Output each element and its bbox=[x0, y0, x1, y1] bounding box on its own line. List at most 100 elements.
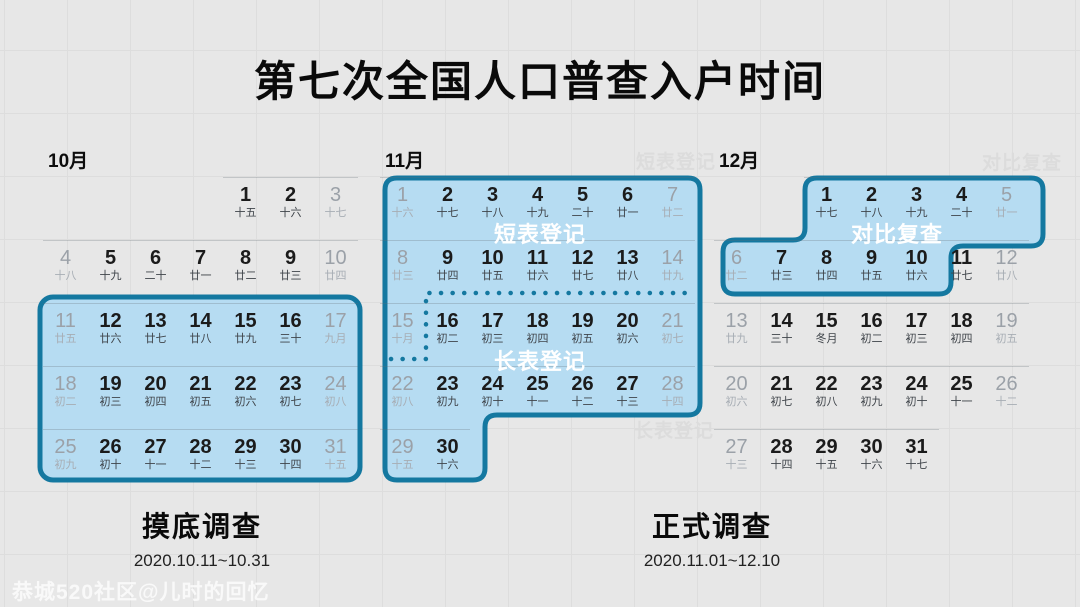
lunar-date: 十七 bbox=[436, 207, 459, 219]
day-number: 18 bbox=[526, 310, 549, 332]
day-number: 22 bbox=[234, 373, 257, 395]
day-number: 6 bbox=[621, 184, 634, 206]
day-number: 16 bbox=[279, 310, 302, 332]
long-form-label: 长表登记 bbox=[493, 349, 586, 374]
day-number: 2 bbox=[284, 184, 297, 206]
lunar-date: 廿六 bbox=[905, 270, 928, 282]
month-label-october: 10月 bbox=[48, 151, 89, 172]
day-number: 11 bbox=[950, 247, 973, 269]
day-number: 30 bbox=[436, 436, 459, 458]
lunar-date: 十一 bbox=[526, 396, 549, 408]
preliminary-survey-footer: 摸底调查 2020.10.11~10.31 bbox=[42, 505, 362, 571]
day-number: 15 bbox=[391, 310, 414, 332]
lunar-date: 廿八 bbox=[616, 270, 639, 282]
lunar-date: 廿六 bbox=[99, 333, 122, 345]
lunar-date: 廿五 bbox=[54, 333, 77, 345]
lunar-date: 初二 bbox=[436, 333, 459, 345]
lunar-date: 初七 bbox=[770, 396, 793, 408]
day-number: 26 bbox=[99, 436, 122, 458]
lunar-date: 廿九 bbox=[725, 333, 748, 345]
week-separator bbox=[380, 177, 695, 178]
lunar-date: 二十 bbox=[571, 207, 594, 219]
lunar-date: 初九 bbox=[54, 459, 77, 471]
lunar-date: 十一 bbox=[950, 396, 973, 408]
day-number: 21 bbox=[770, 373, 793, 395]
lunar-date: 初二 bbox=[860, 333, 883, 345]
day-number: 6 bbox=[730, 247, 743, 269]
lunar-date: 十二 bbox=[995, 396, 1018, 408]
day-number: 23 bbox=[279, 373, 302, 395]
lunar-date: 十八 bbox=[481, 207, 504, 219]
day-number: 17 bbox=[905, 310, 928, 332]
lunar-date: 廿六 bbox=[526, 270, 549, 282]
lunar-date: 廿九 bbox=[661, 270, 684, 282]
day-number: 9 bbox=[284, 247, 297, 269]
day-number: 13 bbox=[144, 310, 167, 332]
short-form-label: 短表登记 bbox=[493, 222, 586, 247]
day-number: 11 bbox=[55, 310, 76, 332]
lunar-date: 十八 bbox=[54, 270, 77, 282]
day-number: 14 bbox=[770, 310, 793, 332]
lunar-date: 初六 bbox=[725, 396, 748, 408]
lunar-date: 十二 bbox=[189, 459, 212, 471]
day-number: 3 bbox=[329, 184, 342, 206]
day-number: 17 bbox=[481, 310, 504, 332]
lunar-date: 十九 bbox=[526, 207, 549, 219]
day-number: 5 bbox=[576, 184, 589, 206]
day-number: 11 bbox=[526, 247, 549, 269]
lunar-date: 十六 bbox=[860, 459, 883, 471]
week-separator bbox=[380, 429, 470, 430]
day-number: 28 bbox=[661, 373, 684, 395]
day-number: 8 bbox=[396, 247, 409, 269]
formal-survey-range: 2020.11.01~12.10 bbox=[643, 551, 781, 570]
lunar-date: 十四 bbox=[661, 396, 684, 408]
day-number: 8 bbox=[239, 247, 252, 269]
day-number: 31 bbox=[905, 436, 928, 458]
day-number: 20 bbox=[144, 373, 167, 395]
recheck-label: 对比复查 bbox=[850, 222, 943, 247]
lunar-date: 初四 bbox=[144, 396, 167, 408]
day-number: 16 bbox=[860, 310, 883, 332]
lunar-date: 廿七 bbox=[571, 270, 594, 282]
lunar-date: 初八 bbox=[815, 396, 838, 408]
week-separator bbox=[714, 240, 1029, 241]
day-number: 19 bbox=[99, 373, 122, 395]
lunar-date: 三十 bbox=[770, 333, 793, 345]
lunar-date: 初四 bbox=[526, 333, 549, 345]
preliminary-survey-title: 摸底调查 bbox=[141, 511, 262, 542]
short-long-form-divider-dotted-line bbox=[388, 290, 696, 362]
week-separator bbox=[714, 303, 1029, 304]
